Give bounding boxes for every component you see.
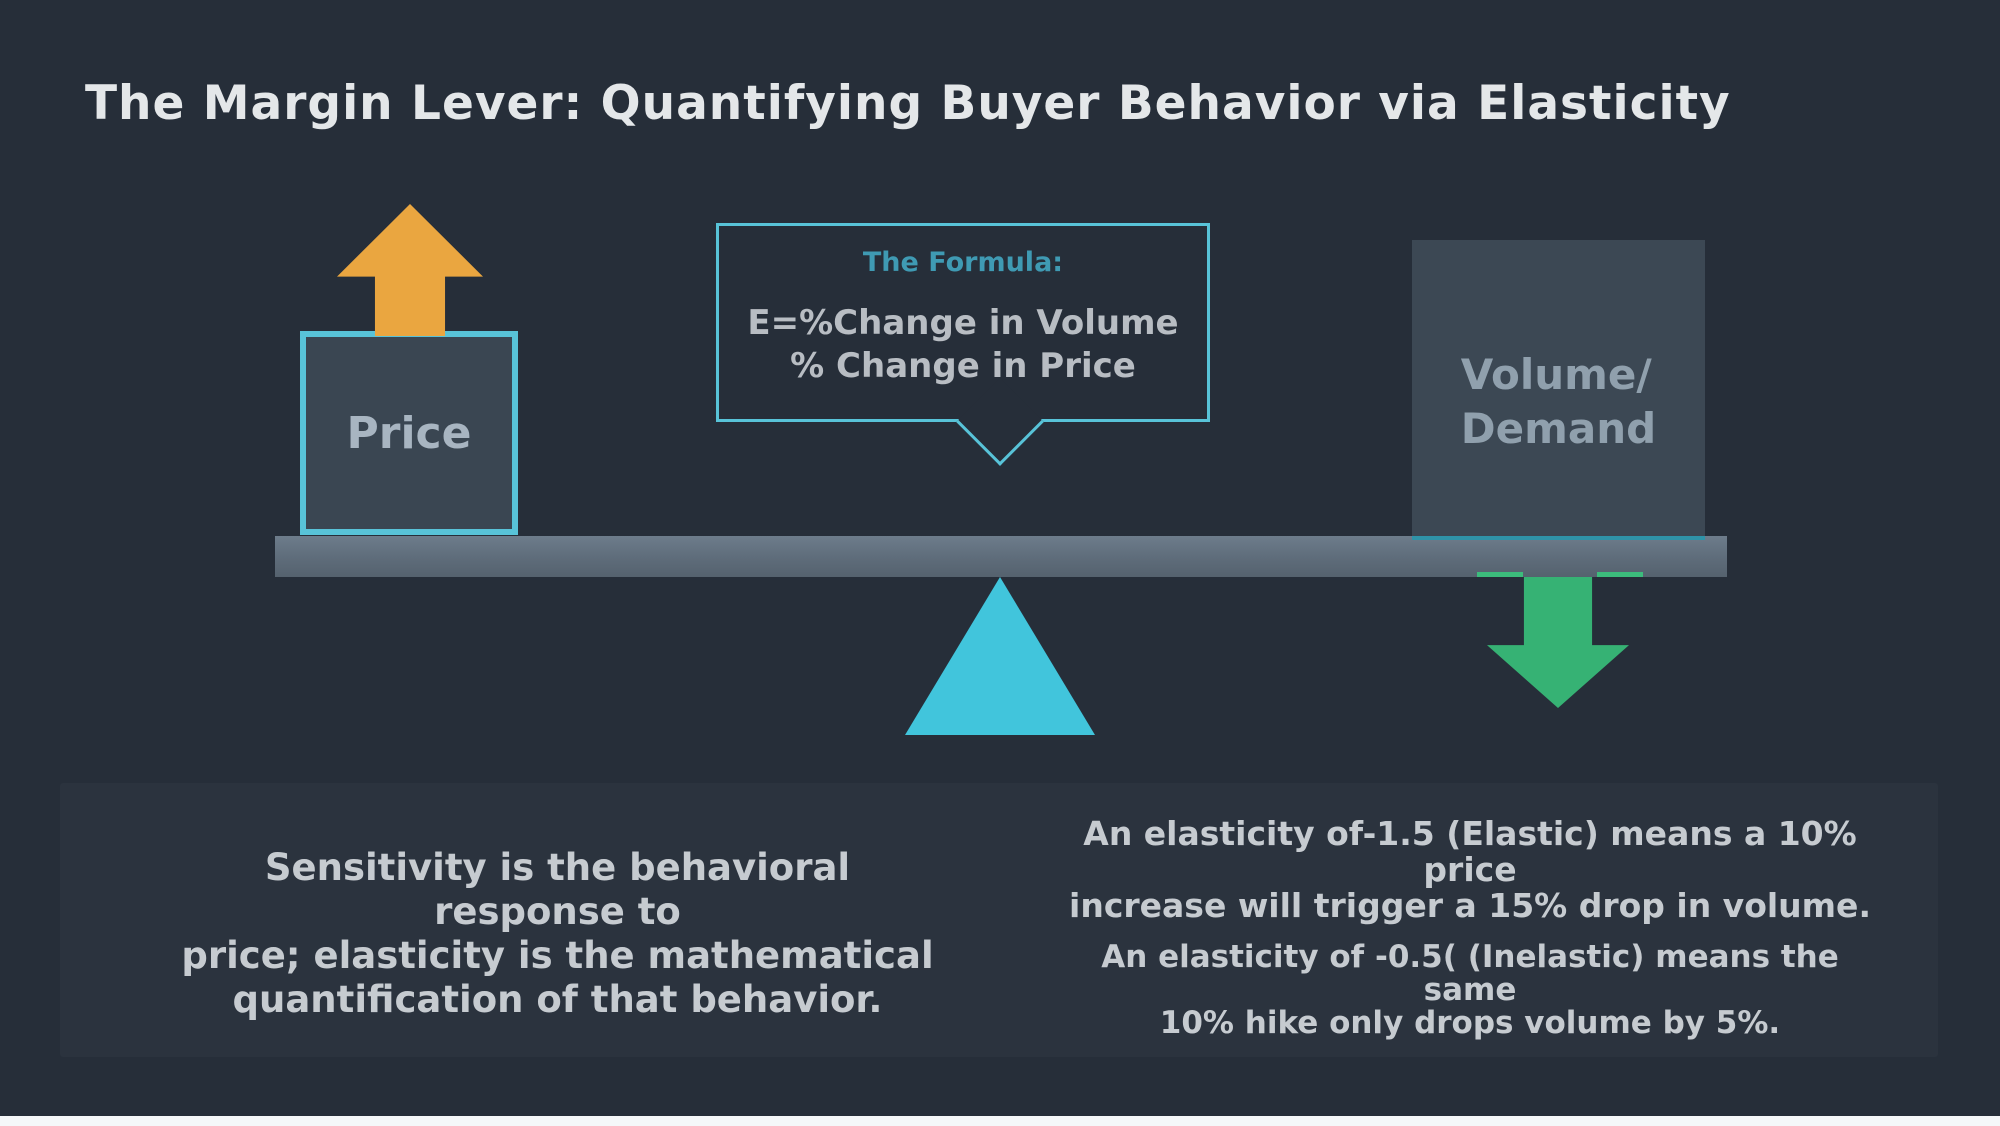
note-line: quantification of that behavior. bbox=[232, 978, 883, 1021]
beam-teal-highlight bbox=[1412, 536, 1705, 540]
price-up-arrow-icon bbox=[337, 204, 483, 336]
formula-denominator: % Change in Price bbox=[790, 346, 1136, 386]
fulcrum-triangle-icon bbox=[905, 577, 1095, 735]
price-label: Price bbox=[346, 407, 472, 459]
note-line: An elasticity of -0.5( (Inelastic) means… bbox=[1101, 939, 1839, 975]
note-line: response to bbox=[434, 890, 681, 933]
right-note-inelastic: An elasticity of -0.5( (Inelastic) means… bbox=[1020, 941, 1920, 1040]
green-dash-right bbox=[1597, 572, 1643, 577]
formula-numerator: E=%Change in Volume bbox=[747, 303, 1179, 343]
volume-demand-label: Volume/ Demand bbox=[1461, 348, 1656, 456]
note-line: 10% hike only drops volume by 5%. bbox=[1159, 1005, 1781, 1041]
green-dash-left bbox=[1477, 572, 1523, 577]
right-note-elastic: An elasticity of-1.5 (Elastic) means a 1… bbox=[1020, 816, 1920, 924]
volume-demand-box: Volume/ Demand bbox=[1412, 240, 1705, 536]
volume-label-line2: Demand bbox=[1460, 404, 1657, 453]
page-title: The Margin Lever: Quantifying Buyer Beha… bbox=[85, 76, 1731, 131]
formula-callout-content: The Formula: E=%Change in Volume % Chang… bbox=[716, 247, 1210, 388]
bottom-strip bbox=[0, 1116, 2000, 1126]
lever-beam bbox=[275, 536, 1727, 577]
note-line: Sensitivity is the behavioral bbox=[264, 846, 851, 889]
price-box: Price bbox=[300, 331, 518, 535]
volume-down-arrow-icon bbox=[1487, 577, 1629, 708]
note-line: increase will trigger a 15% drop in volu… bbox=[1069, 886, 1871, 925]
note-line: price; elasticity is the mathematical bbox=[181, 934, 934, 977]
left-note: Sensitivity is the behavioral response t… bbox=[105, 846, 1010, 1022]
note-line: price bbox=[1423, 850, 1517, 889]
volume-label-line1: Volume/ bbox=[1460, 350, 1652, 400]
note-line: same bbox=[1423, 972, 1517, 1008]
formula-heading: The Formula: bbox=[862, 247, 1064, 278]
notes-panel bbox=[60, 783, 1938, 1057]
note-line: An elasticity of-1.5 (Elastic) means a 1… bbox=[1083, 814, 1857, 853]
